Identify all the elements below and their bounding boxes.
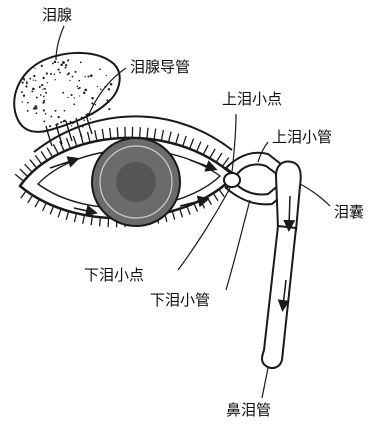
label-lower-canaliculus: 下泪小管 [150, 293, 210, 308]
label-lacrimal-gland-ducts: 泪腺导管 [130, 60, 190, 75]
lacrimal-sac [276, 162, 301, 230]
label-upper-punctum: 上泪小点 [222, 92, 282, 107]
leader-lower-canaliculus [226, 200, 250, 290]
pupil [116, 162, 156, 202]
leader-nasolacrimal-duct [262, 368, 268, 398]
label-lower-punctum: 下泪小点 [84, 268, 144, 283]
nasolacrimal-duct [262, 226, 296, 368]
label-nasolacrimal-duct: 鼻泪管 [226, 403, 271, 418]
leader-lacrimal-sac [300, 184, 330, 206]
duct-flow-arrow-upper [289, 196, 290, 226]
label-lacrimal-sac: 泪囊 [334, 205, 364, 220]
label-upper-canaliculus: 上泪小管 [272, 130, 332, 145]
label-lacrimal-gland: 泪腺 [42, 8, 72, 23]
